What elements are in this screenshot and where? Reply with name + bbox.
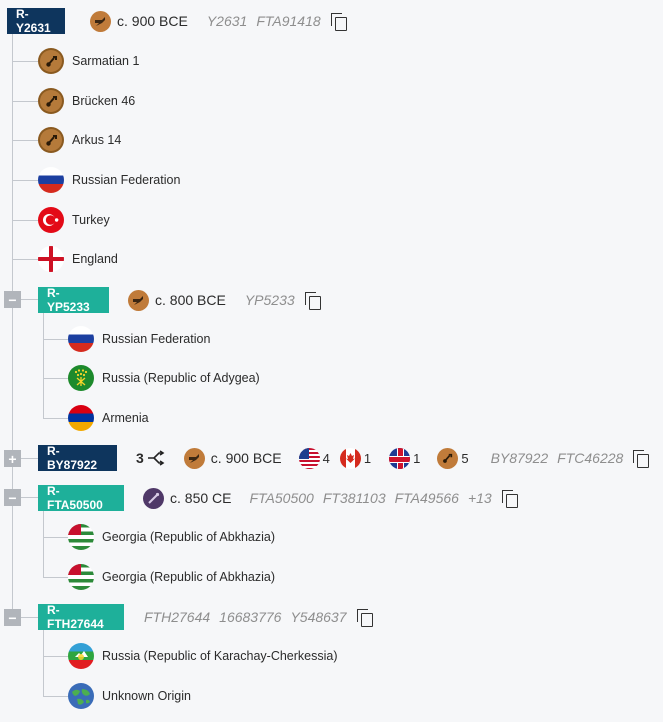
- snp-label: FTA91418: [256, 13, 321, 29]
- country-count: 1: [413, 450, 421, 466]
- sample-row[interactable]: Sarmatian 1: [38, 47, 139, 75]
- country-count: 1: [363, 450, 372, 466]
- abkhazia-flag-icon: [68, 524, 94, 550]
- ancient-sample-icon: [38, 127, 64, 153]
- bronze-age-icon: [90, 10, 111, 32]
- snp-label: FT381103: [322, 490, 386, 506]
- sample-row[interactable]: Brücken 46: [38, 87, 135, 115]
- age-estimate: c. 850 CE: [170, 490, 232, 506]
- ancient-sample-icon: [437, 447, 459, 469]
- subclade-count: 3: [136, 450, 144, 466]
- age-estimate: c. 900 BCE: [117, 13, 188, 29]
- sample-label: England: [72, 252, 118, 266]
- branch-node: R-YP5233 c. 800 BCE YP5233: [38, 286, 321, 314]
- england-flag-icon: [38, 246, 64, 272]
- snp-label: FTA50500: [249, 490, 314, 506]
- copy-icon[interactable]: [304, 291, 321, 310]
- sample-row[interactable]: Arkus 14: [38, 126, 121, 154]
- sample-row[interactable]: Russian Federation: [38, 166, 180, 194]
- snp-label: FTA49566: [394, 490, 459, 506]
- sample-label: Arkus 14: [72, 133, 122, 147]
- usa-flag-icon: [298, 447, 320, 469]
- sample-row[interactable]: Georgia (Republic of Abkhazia): [68, 563, 275, 591]
- age-estimate: c. 800 BCE: [155, 292, 226, 308]
- age-estimate: c. 900 BCE: [210, 450, 282, 466]
- sample-label: Armenia: [102, 411, 149, 425]
- sample-label: Brücken 46: [72, 94, 136, 108]
- russia-flag-icon: [38, 167, 64, 193]
- ancient-sample-icon: [38, 88, 64, 114]
- snp-label: Y548637: [290, 609, 347, 625]
- sample-label: Georgia (Republic of Abkhazia): [102, 530, 276, 544]
- snp-label: 16683776: [219, 609, 282, 625]
- branch-node: R-BY87922 3 c. 900 BCE 4 1 1 5 BY87922 F…: [38, 444, 650, 472]
- country-stat: 1: [339, 447, 372, 469]
- collapse-toggle[interactable]: −: [4, 291, 21, 308]
- sample-label: Unknown Origin: [102, 689, 191, 703]
- bronze-age-icon: [183, 447, 205, 469]
- sample-row[interactable]: Unknown Origin: [68, 682, 191, 710]
- karachay-cherkessia-flag-icon: [68, 643, 94, 669]
- ancient-sample-icon: [38, 48, 64, 74]
- sample-row[interactable]: Russian Federation: [68, 325, 210, 353]
- sample-label: Russia (Republic of Karachay-Cherkessia): [102, 649, 338, 663]
- sample-label: Turkey: [72, 213, 110, 227]
- copy-icon[interactable]: [501, 489, 518, 508]
- haplogroup-badge[interactable]: R-Y2631: [7, 7, 65, 35]
- more-snps-count[interactable]: +13: [467, 490, 492, 506]
- abkhazia-flag-icon: [68, 564, 94, 590]
- sample-label: Russian Federation: [72, 173, 181, 187]
- country-stat: 1: [389, 447, 421, 469]
- sample-row[interactable]: Russia (Republic of Karachay-Cherkessia): [68, 642, 338, 670]
- collapse-toggle[interactable]: −: [4, 489, 21, 506]
- haplogroup-badge[interactable]: R-YP5233: [38, 286, 109, 314]
- snp-label: FTH27644: [144, 609, 211, 625]
- country-count: 5: [461, 450, 469, 466]
- sample-row[interactable]: England: [38, 245, 118, 273]
- adygea-flag-icon: [68, 365, 94, 391]
- country-stat: 4: [298, 447, 330, 469]
- copy-icon[interactable]: [633, 449, 650, 468]
- root-node: R-Y2631 c. 900 BCE Y2631 FTA91418: [7, 7, 347, 35]
- sample-label: Sarmatian 1: [72, 54, 140, 68]
- sample-row[interactable]: Armenia: [68, 404, 149, 432]
- sample-row[interactable]: Russia (Republic of Adygea): [68, 364, 260, 392]
- branch-node: R-FTA50500 c. 850 CE FTA50500 FT381103 F…: [38, 484, 518, 512]
- russia-flag-icon: [68, 326, 94, 352]
- sample-label: Russia (Republic of Adygea): [102, 371, 260, 385]
- collapse-toggle[interactable]: −: [4, 609, 21, 626]
- haplogroup-badge[interactable]: R-FTH27644: [38, 603, 124, 631]
- canada-flag-icon: [339, 447, 361, 469]
- snp-label: BY87922: [490, 450, 549, 466]
- branch-node: R-FTH27644 FTH27644 16683776 Y548637: [38, 603, 373, 631]
- sample-row[interactable]: Georgia (Republic of Abkhazia): [68, 523, 275, 551]
- turkey-flag-icon: [38, 207, 64, 233]
- uk-flag-icon: [389, 447, 411, 469]
- globe-icon: [68, 683, 94, 709]
- country-count: 4: [322, 450, 330, 466]
- country-stat: 5: [437, 447, 469, 469]
- bronze-age-icon: [128, 289, 149, 311]
- snp-label: Y2631: [206, 13, 248, 29]
- sample-row[interactable]: Turkey: [38, 206, 110, 234]
- snp-label: YP5233: [244, 292, 295, 308]
- sample-label: Russian Federation: [102, 332, 211, 346]
- branch-split-icon: [147, 450, 165, 466]
- expand-toggle[interactable]: +: [4, 450, 21, 467]
- iron-age-icon: [143, 487, 164, 509]
- snp-label: FTC46228: [557, 450, 624, 466]
- sample-label: Georgia (Republic of Abkhazia): [102, 570, 276, 584]
- armenia-flag-icon: [68, 405, 94, 431]
- copy-icon[interactable]: [356, 608, 373, 627]
- haplogroup-badge[interactable]: R-BY87922: [38, 444, 117, 472]
- haplogroup-badge[interactable]: R-FTA50500: [38, 484, 124, 512]
- copy-icon[interactable]: [330, 12, 347, 31]
